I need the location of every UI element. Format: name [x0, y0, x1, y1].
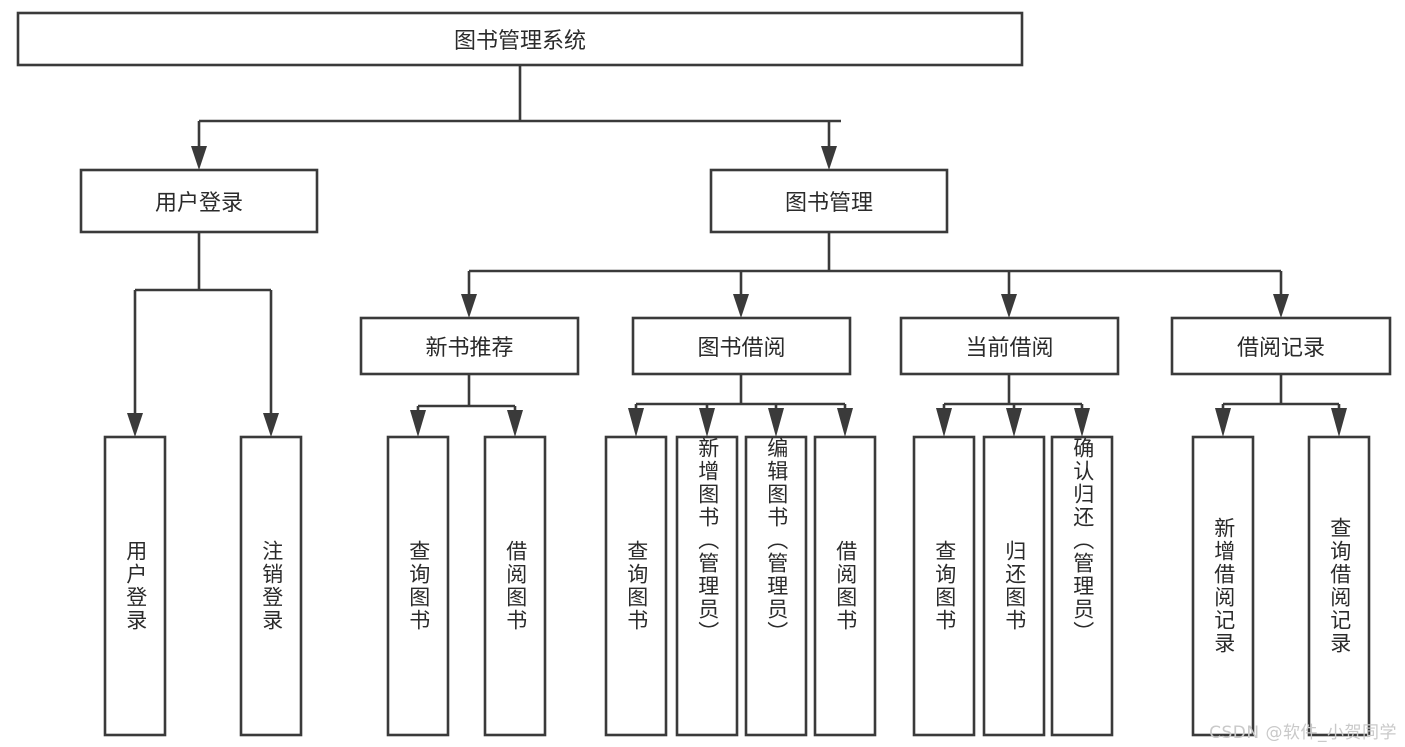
arrow-head-leaf-confirm-return — [1074, 408, 1090, 437]
node-box-new-book-recommend[interactable] — [359, 316, 580, 376]
node-box-leaf-query-record[interactable] — [1307, 435, 1371, 737]
arrow-head-leaf-user-login — [127, 413, 143, 437]
connector-group-root — [191, 65, 841, 170]
node-box-borrow-record[interactable] — [1170, 316, 1392, 376]
connector-group-book-borrow — [628, 374, 853, 437]
arrow-head-current-borrow — [1001, 294, 1017, 318]
arrow-head-book-borrow — [733, 294, 749, 318]
arrow-head-leaf-edit-book — [768, 408, 784, 437]
node-box-current-borrow[interactable] — [899, 316, 1120, 376]
node-box-leaf-add-book[interactable] — [675, 435, 739, 737]
arrow-head-leaf-query-book-3 — [936, 408, 952, 437]
connector-group-current-borrow — [936, 374, 1090, 437]
csdn-watermark: CSDN @软件_小贺同学 — [1209, 723, 1397, 743]
arrow-head-leaf-add-record — [1215, 408, 1231, 437]
arrow-head-new-book-recommend — [461, 294, 477, 318]
arrow-head-user-login — [191, 146, 207, 170]
arrow-head-leaf-logout-login — [263, 413, 279, 437]
node-box-leaf-query-book-1[interactable] — [386, 435, 450, 737]
connector-group-new-book-recommend — [410, 374, 523, 437]
connector-group-book-manage — [461, 232, 1289, 318]
arrow-head-borrow-record — [1273, 294, 1289, 318]
node-box-leaf-return-book[interactable] — [982, 435, 1046, 737]
node-box-leaf-logout-login[interactable] — [239, 435, 303, 737]
node-box-book-manage[interactable] — [709, 168, 949, 234]
node-box-root[interactable] — [16, 11, 1024, 67]
node-box-book-borrow[interactable] — [631, 316, 852, 376]
node-box-leaf-query-book-2[interactable] — [604, 435, 668, 737]
node-box-leaf-confirm-return[interactable] — [1050, 435, 1114, 737]
node-box-leaf-query-book-3[interactable] — [912, 435, 976, 737]
arrow-head-leaf-query-record — [1331, 408, 1347, 437]
arrow-head-leaf-query-book-1 — [410, 410, 426, 437]
node-box-leaf-user-login[interactable] — [103, 435, 167, 737]
arrow-head-leaf-borrow-book-2 — [837, 408, 853, 437]
arrow-head-leaf-borrow-book-1 — [507, 410, 523, 437]
node-box-leaf-edit-book[interactable] — [744, 435, 808, 737]
arrow-head-leaf-add-book — [699, 408, 715, 437]
arrow-head-leaf-query-book-2 — [628, 408, 644, 437]
node-box-leaf-borrow-book-2[interactable] — [813, 435, 877, 737]
arrow-head-leaf-return-book — [1006, 408, 1022, 437]
connector-group-borrow-record — [1215, 374, 1347, 437]
node-box-user-login[interactable] — [79, 168, 319, 234]
node-box-leaf-add-record[interactable] — [1191, 435, 1255, 737]
node-box-leaf-borrow-book-1[interactable] — [483, 435, 547, 737]
connector-group-user-login — [127, 232, 279, 437]
arrow-head-book-manage — [821, 146, 837, 170]
